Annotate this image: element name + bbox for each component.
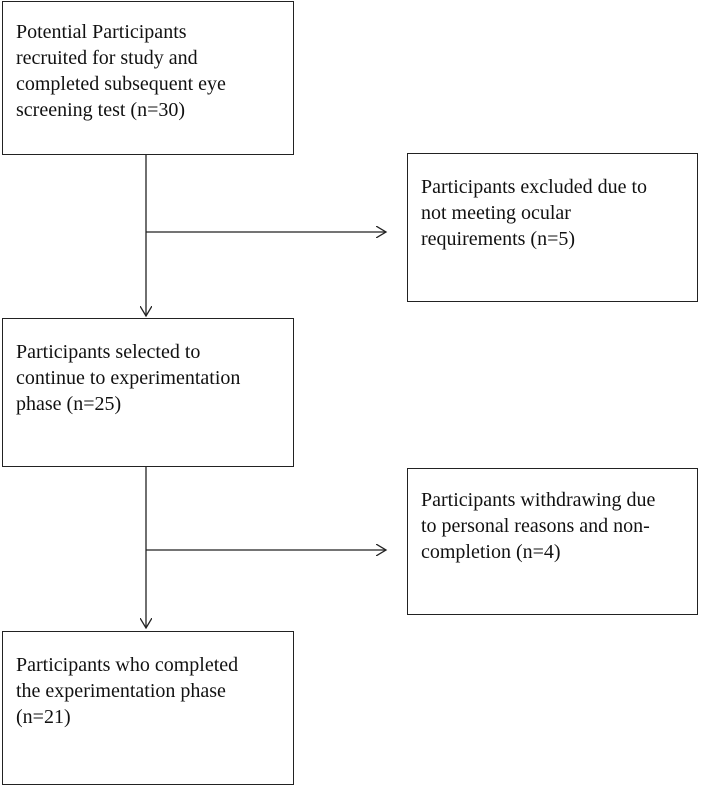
- box-excluded-text: Participants excluded due to not meeting…: [421, 176, 648, 250]
- box-completed: [2, 631, 294, 785]
- box-recruited-text: Potential Participants recruited for stu…: [16, 21, 226, 121]
- box-withdrawn: [407, 468, 698, 615]
- box-recruited: [2, 1, 294, 155]
- box-selected: [2, 318, 294, 467]
- box-excluded: [407, 153, 698, 302]
- box-withdrawn-text: Participants withdrawing due to personal…: [421, 489, 656, 563]
- box-selected-text: Participants selected to continue to exp…: [16, 341, 241, 415]
- box-completed-text: Participants who completed the experimen…: [16, 654, 239, 728]
